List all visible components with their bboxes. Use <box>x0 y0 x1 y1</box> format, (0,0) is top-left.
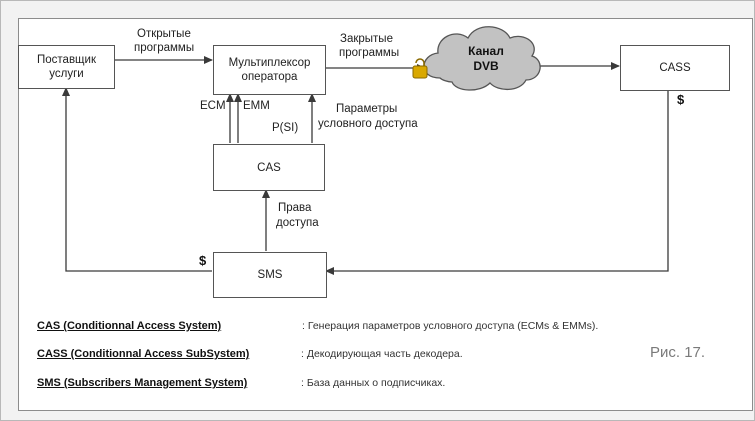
legend-term-cass: CASS (Conditionnal Access SubSystem) <box>37 348 250 360</box>
label-open-programs-2: программы <box>134 42 195 54</box>
lock-icon <box>412 58 428 79</box>
dvb-cloud <box>423 26 541 91</box>
arrow-sms-to-provider <box>62 87 212 272</box>
legend-term-sms: SMS (Subscribers Management System) <box>37 377 248 389</box>
node-cass: CASS <box>620 45 730 91</box>
label-closed-programs-2: программы <box>339 47 400 59</box>
node-cas: CAS <box>213 144 325 191</box>
dollar-sms: $ <box>199 253 207 268</box>
label-rights-1: Права <box>278 202 312 214</box>
label-params-2: условного доступа <box>318 118 418 130</box>
dollar-cass: $ <box>677 92 685 107</box>
figure-caption: Рис. 17. <box>650 344 706 361</box>
label-open-programs-1: Открытые <box>137 28 191 40</box>
legend-desc-cas: : Генерация параметров условного доступа… <box>302 320 599 332</box>
arrow-cass-to-sms <box>325 90 669 275</box>
cloud-label-line1: Канал <box>468 44 504 58</box>
cloud-label-line2: DVB <box>473 59 499 73</box>
label-ecm: ECM <box>200 100 226 112</box>
label-emm: EMM <box>243 100 270 112</box>
node-provider: Поставщик услуги <box>18 45 115 89</box>
cloud-label: Канал DVB <box>452 44 520 74</box>
legend-desc-cass: : Декодирующая часть декодера. <box>301 348 463 360</box>
legend-term-cas: CAS (Conditionnal Access System) <box>37 320 222 332</box>
label-rights-2: доступа <box>276 217 319 229</box>
label-closed-programs-1: Закрытые <box>340 33 393 45</box>
legend-desc-sms: : База данных о подписчиках. <box>301 377 446 389</box>
label-params-1: Параметры <box>336 103 398 115</box>
node-sms: SMS <box>213 252 327 298</box>
label-psi: P(SI) <box>272 122 299 134</box>
node-mux: Мультиплексор оператора <box>213 45 326 95</box>
